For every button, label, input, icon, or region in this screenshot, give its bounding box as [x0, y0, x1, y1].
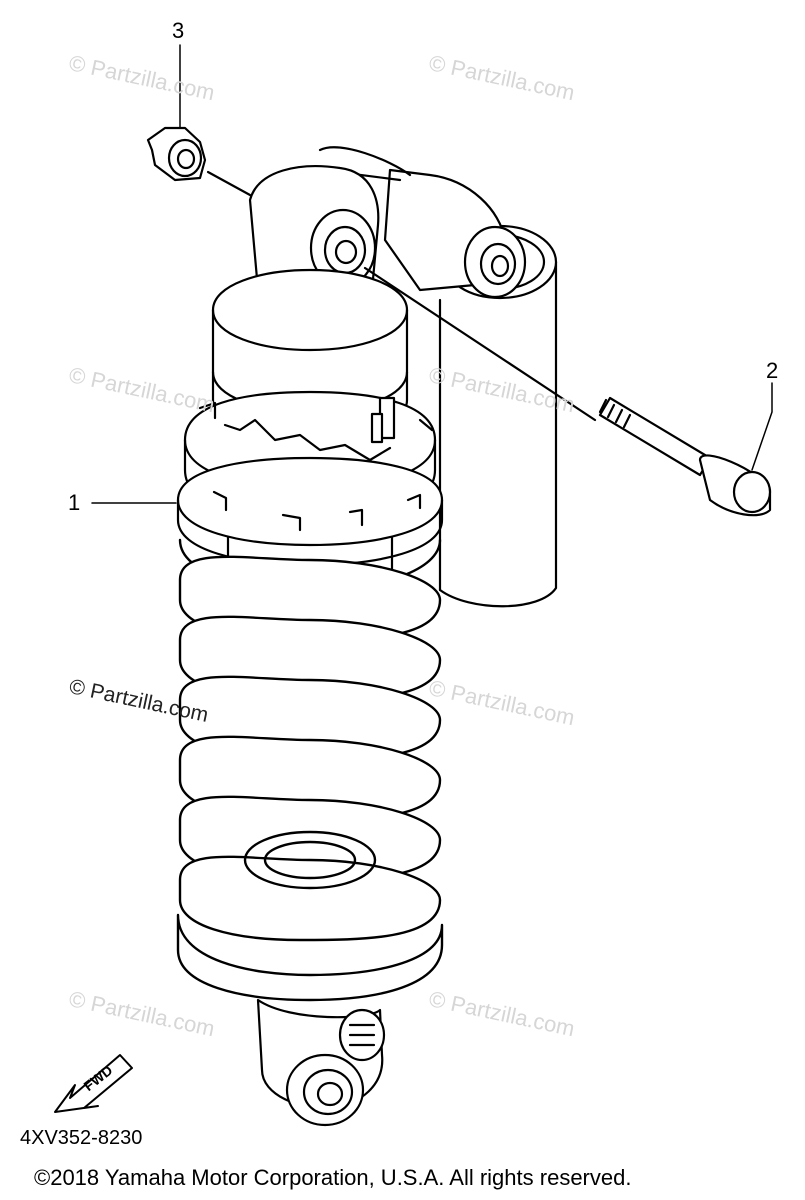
callout-3: 3 [172, 18, 185, 43]
flange-nut [146, 126, 252, 197]
reservoir-link [318, 146, 527, 299]
lower-mount [256, 998, 386, 1127]
coil-spring [176, 538, 444, 1002]
bolt [363, 266, 772, 517]
copyright: ©2018 Yamaha Motor Corporation, U.S.A. A… [34, 1165, 632, 1190]
fwd-arrow-icon [54, 1054, 133, 1113]
callout-1: 1 [68, 490, 81, 515]
callout-2: 2 [766, 358, 779, 383]
diagram-code: 4XV352-8230 [20, 1127, 143, 1149]
callout-2-leader [751, 382, 773, 471]
